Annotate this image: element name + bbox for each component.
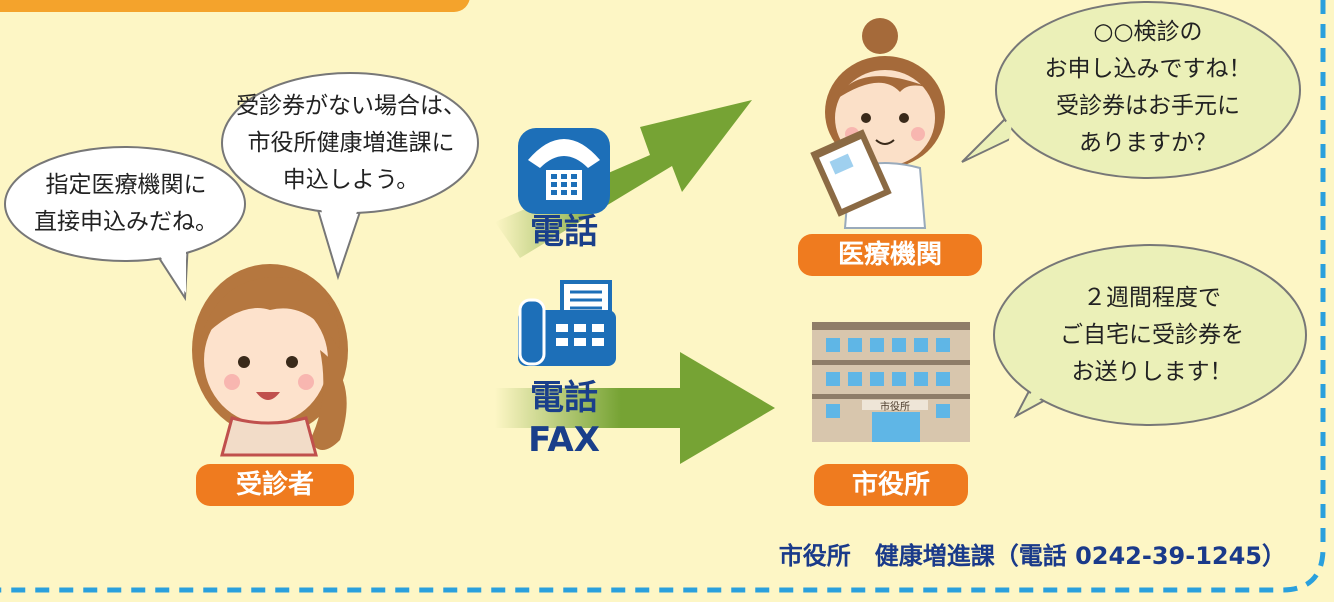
city-hall-icon <box>812 322 970 442</box>
bubble-top-right-line: ありますか？ <box>1079 130 1217 156</box>
bubble-top-right-line: お申し込みですね！ <box>1044 56 1252 82</box>
bubble-bottom-right-line: お送りします！ <box>1071 359 1233 385</box>
bubble-middle-line: 申込しよう。 <box>282 167 420 193</box>
header-bar <box>0 0 470 12</box>
bubble-bottom-right-line: ご自宅に受診券を <box>1060 322 1244 348</box>
bubble-left-line: 指定医療機関に <box>45 172 207 198</box>
phone-label: 電話 <box>530 212 598 252</box>
nurse-illustration <box>810 18 945 229</box>
bubble-left-text: 指定医療機関に 直接申込みだね。 <box>10 167 242 241</box>
bubble-middle-line: 受診券がない場合は、 <box>236 93 466 119</box>
fax-icon <box>518 280 616 366</box>
bubble-bottom-right <box>993 244 1307 426</box>
bubble-left-line: 直接申込みだね。 <box>34 209 218 235</box>
bubble-bottom-right-text: ２週間程度で ご自宅に受診券を お送りします！ <box>1004 280 1300 391</box>
contact-footer: 市役所 健康増進課（電話 0242-39-1245） <box>778 542 1286 570</box>
fax-label-line1: 電話 <box>530 378 598 418</box>
patient-tag: 受診者 <box>196 464 354 506</box>
bubble-left <box>4 146 246 302</box>
dashed-border <box>0 0 1326 593</box>
building-sign: 市役所 <box>880 402 910 413</box>
bubble-bottom-right-line: ２週間程度で <box>1083 285 1221 311</box>
bubble-top-right-text: ○○検診の お申し込みですね！ 受診券はお手元に ありますか？ <box>1000 14 1296 162</box>
bubble-middle <box>221 72 479 281</box>
arrow-icon <box>495 352 775 464</box>
bubble-top-right-line: ○○検診の <box>1093 19 1203 45</box>
city-hall-tag: 市役所 <box>814 464 968 506</box>
fax-label-line2: FAX <box>528 420 600 460</box>
medical-institution-tag: 医療機関 <box>798 234 982 276</box>
arrow-icon <box>495 100 752 258</box>
bubble-middle-line: 市役所健康増進課に <box>247 130 455 156</box>
bubble-top-right <box>961 1 1301 179</box>
patient-illustration <box>192 264 348 457</box>
telephone-icon <box>518 128 610 214</box>
bubble-middle-text: 受診券がない場合は、 市役所健康増進課に 申込しよう。 <box>226 88 476 199</box>
bubble-top-right-line: 受診券はお手元に <box>1056 93 1240 119</box>
